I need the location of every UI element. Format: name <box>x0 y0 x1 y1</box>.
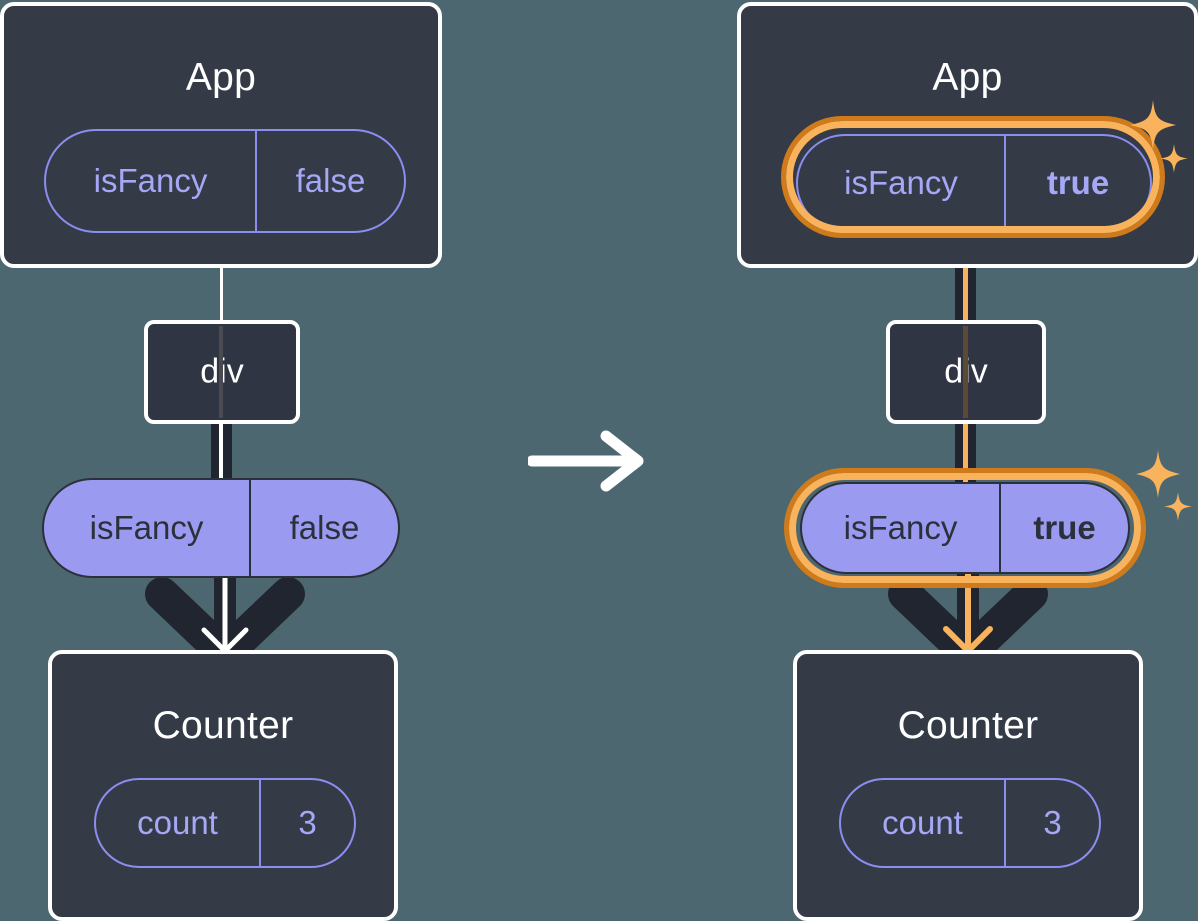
state-pill-name: count <box>137 804 218 841</box>
sparkle-icon-prop-after <box>1136 450 1192 521</box>
prop-pill-isfancy-before[interactable]: isFancy false <box>42 478 400 578</box>
component-title-app-after: App <box>932 56 1003 99</box>
state-pill-value: 3 <box>1004 780 1099 866</box>
state-pill-count-counter-after[interactable]: count 3 <box>839 778 1101 868</box>
prop-pill-name: isFancy <box>843 509 958 546</box>
prop-pill-name: isFancy <box>89 509 204 546</box>
connector-app-to-div-before <box>220 264 223 324</box>
state-pill-isfancy-app-after[interactable]: isFancy true <box>796 134 1152 232</box>
arrow-right-icon <box>528 430 644 492</box>
state-pill-name: count <box>882 804 963 841</box>
arrow-pill-to-counter-before <box>145 562 305 671</box>
component-box-app-after[interactable]: App isFancy true <box>737 2 1198 268</box>
state-pill-value: true <box>1004 136 1150 230</box>
component-box-counter-after[interactable]: Counter count 3 <box>793 650 1143 921</box>
component-title-counter-after: Counter <box>897 704 1039 747</box>
prop-pill-value: false <box>249 480 398 576</box>
state-pill-name: isFancy <box>844 164 958 201</box>
component-title-counter-before: Counter <box>152 704 294 747</box>
component-box-app-before[interactable]: App isFancy false <box>0 2 442 268</box>
state-pill-isfancy-app-before[interactable]: isFancy false <box>44 129 406 233</box>
sparkle-icon-app-after <box>1130 100 1188 173</box>
state-pill-count-counter-before[interactable]: count 3 <box>94 778 356 868</box>
connector-behind-div-after <box>963 326 968 418</box>
state-pill-name: isFancy <box>93 162 208 199</box>
connector-div-to-pill-before-core <box>219 420 223 484</box>
connector-behind-div-before <box>219 326 223 418</box>
state-pill-value: 3 <box>259 780 354 866</box>
state-pill-value: false <box>255 131 404 231</box>
component-box-counter-before[interactable]: Counter count 3 <box>48 650 398 921</box>
prop-pill-value: true <box>999 484 1128 572</box>
component-title-app-before: App <box>185 56 257 99</box>
prop-pill-isfancy-after[interactable]: isFancy true <box>800 482 1130 574</box>
arrow-pill-to-counter-after <box>888 562 1048 671</box>
